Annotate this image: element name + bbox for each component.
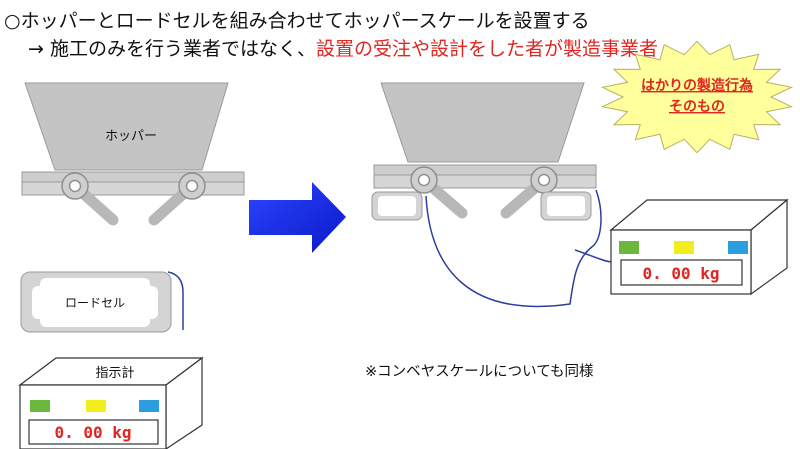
load-cell-cable (167, 271, 184, 330)
support-arm-right-2 (500, 166, 558, 219)
heading-line-1: ○ホッパーとロードセルを組み合わせてホッパースケールを設置する (4, 10, 590, 32)
load-cell-left: ロードセル (20, 271, 172, 333)
indicator-button-green (30, 400, 50, 412)
indicator-right-button-yellow (674, 241, 694, 254)
indicator-button-yellow (86, 400, 106, 412)
heading-line-2-highlight: 設置の受注や設計をした者が製造事業者 (315, 38, 658, 60)
indicator-button-blue (139, 400, 159, 412)
cable-right (425, 189, 602, 308)
heading-line-2-prefix: → 施工のみを行う業者ではなく、 (28, 38, 316, 60)
hopper-left: ホッパー (24, 82, 229, 171)
burst-line-2: そのもの (669, 99, 725, 115)
indicator-label: 指示計 (95, 365, 134, 381)
support-arm-left-1 (61, 172, 119, 226)
load-cell-label: ロードセル (65, 296, 125, 310)
heading-line-2: → 施工のみを行う業者ではなく、設置の受注や設計をした者が製造事業者 (28, 34, 658, 61)
indicator-right-button-blue (728, 241, 748, 254)
indicator-right-button-green (619, 241, 639, 254)
support-arm-left-2 (148, 172, 206, 226)
load-cell-right-1 (371, 191, 423, 221)
indicator-right-reading: 0. 00 kg (642, 264, 719, 283)
burst-line-1: はかりの製造行為 (641, 77, 753, 94)
transition-arrow (249, 182, 346, 253)
indicator-left: 指示計 0. 00 kg (18, 356, 204, 449)
indicator-reading: 0. 00 kg (54, 423, 131, 442)
conveyor-note: ※コンベヤスケールについても同様 (365, 363, 594, 380)
cable-to-indicator (574, 249, 613, 263)
hopper-right (380, 82, 585, 163)
callout-burst: はかりの製造行為 そのもの (600, 40, 794, 154)
hopper-frame-left (21, 171, 245, 196)
indicator-right: 0. 00 kg (609, 198, 789, 296)
load-cell-right-2 (540, 191, 592, 221)
hopper-frame-right (373, 164, 597, 189)
hopper-label: ホッパー (105, 129, 157, 144)
support-arm-right-1 (410, 166, 468, 219)
